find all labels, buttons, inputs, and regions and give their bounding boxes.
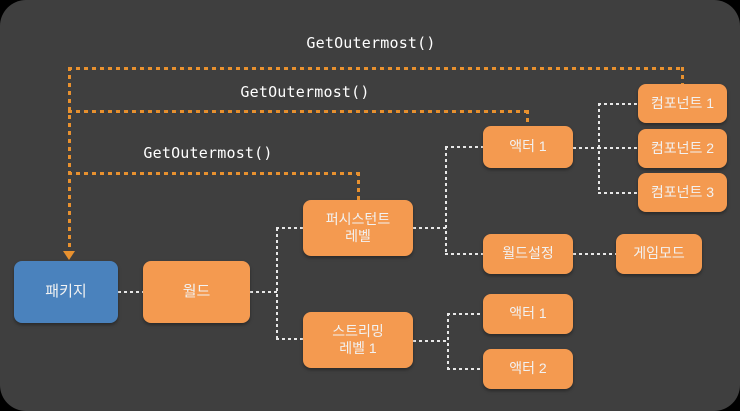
node-streaming-level-1[interactable]: 스트리밍 레벨 1 bbox=[303, 312, 413, 368]
edge-world-persistent bbox=[276, 227, 304, 229]
node-persistent-level[interactable]: 퍼시스턴트 레벨 bbox=[303, 200, 413, 256]
getoutermost-bottom-stub bbox=[357, 172, 360, 202]
node-actor-2-streaming[interactable]: 액터 2 bbox=[483, 349, 573, 389]
node-package[interactable]: 패키지 bbox=[14, 261, 118, 323]
edge-persistent-bus-vertical bbox=[445, 147, 447, 255]
edge-streaming-bus bbox=[413, 340, 448, 342]
edge-actor1-component1 bbox=[598, 103, 640, 105]
edge-actor1-component2 bbox=[598, 147, 640, 149]
getoutermost-middle-stub bbox=[526, 110, 529, 128]
getoutermost-trunk-vertical bbox=[68, 67, 71, 252]
edge-world-bus bbox=[250, 291, 277, 293]
getoutermost-top-horizontal bbox=[68, 67, 684, 70]
node-actor-1-streaming[interactable]: 액터 1 bbox=[483, 294, 573, 334]
edge-persistent-actor1 bbox=[445, 146, 484, 148]
edge-package-world bbox=[118, 291, 143, 293]
node-world[interactable]: 월드 bbox=[143, 261, 250, 323]
edge-streaming-actor-a bbox=[447, 313, 484, 315]
getoutermost-top-stub bbox=[681, 67, 684, 86]
edge-actor1-component3 bbox=[598, 192, 640, 194]
edge-persistent-bus bbox=[413, 227, 446, 229]
getoutermost-bottom-horizontal bbox=[68, 172, 360, 175]
node-component-1[interactable]: 컴포넌트 1 bbox=[638, 84, 727, 123]
edge-streaming-bus-vertical bbox=[447, 313, 449, 369]
node-actor-1-persistent[interactable]: 액터 1 bbox=[483, 126, 573, 168]
node-game-mode[interactable]: 게임모드 bbox=[616, 234, 702, 274]
getoutermost-middle-horizontal bbox=[68, 110, 529, 113]
edge-persistent-worldsettings bbox=[445, 253, 484, 255]
annotation-getoutermost-top: GetOutermost() bbox=[306, 34, 436, 52]
annotation-getoutermost-bottom: GetOutermost() bbox=[143, 144, 273, 162]
edge-world-bus-vertical bbox=[276, 228, 278, 339]
getoutermost-arrowhead bbox=[63, 251, 75, 260]
edge-world-streaming bbox=[276, 338, 304, 340]
annotation-getoutermost-middle: GetOutermost() bbox=[240, 83, 370, 101]
node-component-3[interactable]: 컴포넌트 3 bbox=[638, 173, 727, 212]
node-component-2[interactable]: 컴포넌트 2 bbox=[638, 129, 727, 168]
edge-worldsettings-gamemode bbox=[573, 253, 617, 255]
edge-actor1-bus bbox=[573, 147, 600, 149]
node-world-settings[interactable]: 월드설정 bbox=[483, 234, 573, 274]
edge-streaming-actor-b bbox=[447, 368, 484, 370]
